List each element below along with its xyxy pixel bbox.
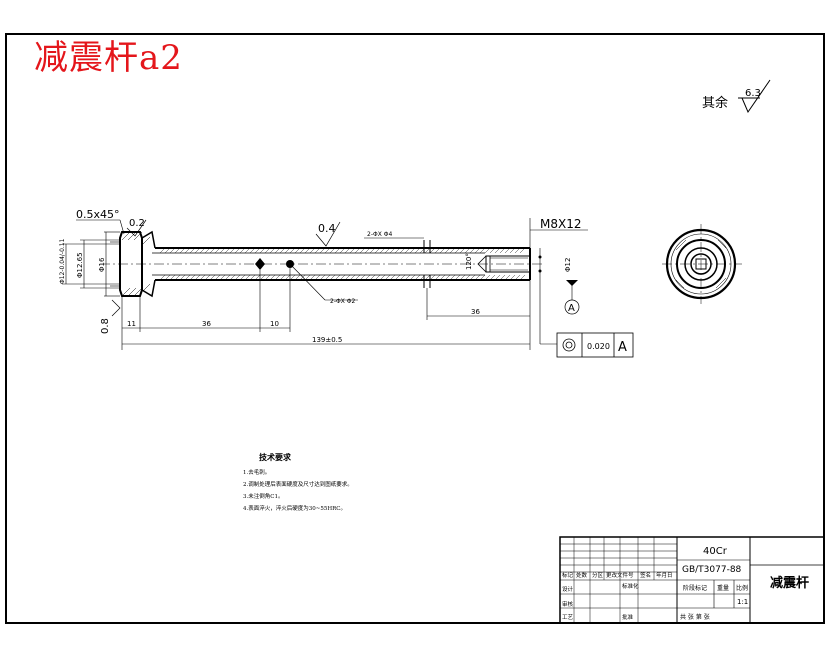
end-view-hatching (675, 239, 727, 289)
tech-item: 3.未注倒角C1。 (243, 494, 284, 500)
head-hatching (121, 231, 151, 297)
tb-checker: 审核 (562, 600, 574, 608)
roughness-head-label: 0.2 (129, 218, 145, 229)
tb-rev-h3: 更改文件号 (606, 571, 634, 579)
roughness-symbol-general (738, 79, 771, 114)
revision-grid (560, 537, 677, 623)
tech-item: 1.去毛刺。 (243, 470, 271, 476)
tb-weight-label: 重量 (717, 584, 729, 592)
tb-sheets: 共 张 第 张 (680, 613, 710, 621)
dia-1265-label: Φ12.65 (76, 252, 84, 278)
roughness-face-label: 0.8 (100, 318, 111, 334)
tb-rev-h1: 处数 (576, 571, 588, 579)
dim-36a: 36 (202, 320, 211, 328)
tb-approve: 批准 (622, 613, 634, 621)
dimension-lines (121, 268, 531, 350)
tb-stage-label: 阶段标记 (683, 584, 707, 592)
dia-head-label: Φ12-0.04/-0.11 (59, 238, 66, 284)
outer-frame (5, 33, 825, 624)
dia-dim-lines (62, 231, 120, 297)
roughness-note: 其余 (702, 92, 728, 111)
cross-hole-markers (255, 258, 358, 301)
hole-top-label: 2-ΦX Φ4 (367, 231, 392, 238)
stamp-title: 减震杆a2 (34, 38, 183, 78)
hole-bottom-label: 2-ΦX Φ2 (330, 298, 355, 305)
tolerance-datum: A (618, 340, 627, 355)
roughness-bore-label: 0.4 (318, 222, 336, 235)
dia-12-label: Φ12 (564, 258, 572, 272)
tb-rev-h0: 标记 (562, 571, 574, 579)
tech-item: 4.表面淬火，淬火后硬度为30~55HRC。 (243, 506, 346, 512)
chamfer-label: 0.5x45° (76, 208, 120, 221)
tb-scale-label: 比例 (736, 584, 748, 592)
tb-process: 工艺 (562, 614, 574, 621)
roughness-general-value: 6.3 (745, 88, 761, 99)
tb-rev-h4: 签名 (640, 571, 651, 579)
datum-label: A (568, 303, 575, 314)
tb-standardize: 标准化 (622, 582, 639, 590)
tb-part-name: 减震杆 (770, 575, 809, 591)
tb-material: 40Cr (703, 546, 728, 557)
dia-16-label: Φ16 (98, 257, 106, 272)
tech-item: 2.调制处理后表面硬度及尺寸达到图纸要求。 (243, 482, 353, 488)
tolerance-value: 0.020 (587, 342, 610, 351)
dim-overall: 139±0.5 (312, 336, 342, 344)
tech-heading: 技术要求 (259, 452, 291, 462)
tb-rev-h2: 分区 (592, 571, 604, 579)
tb-scale: 1:1 (737, 598, 748, 606)
thread-label: M8X12 (540, 217, 581, 231)
dim-11: 11 (127, 320, 136, 328)
shaft-body (110, 230, 531, 298)
roughness-prefix: 其余 (702, 96, 729, 111)
datum-circle (564, 299, 580, 315)
dim-10: 10 (270, 320, 279, 328)
angle-label: 120° (465, 253, 473, 270)
dim-36b: 36 (471, 308, 480, 316)
tb-standard: GB/T3077-88 (682, 565, 742, 575)
tolerance-frame (556, 332, 634, 358)
tube-hatching (159, 247, 526, 281)
end-view (662, 224, 742, 304)
tb-rev-h5: 年月日 (656, 571, 673, 579)
tb-designer: 设计 (562, 585, 574, 593)
